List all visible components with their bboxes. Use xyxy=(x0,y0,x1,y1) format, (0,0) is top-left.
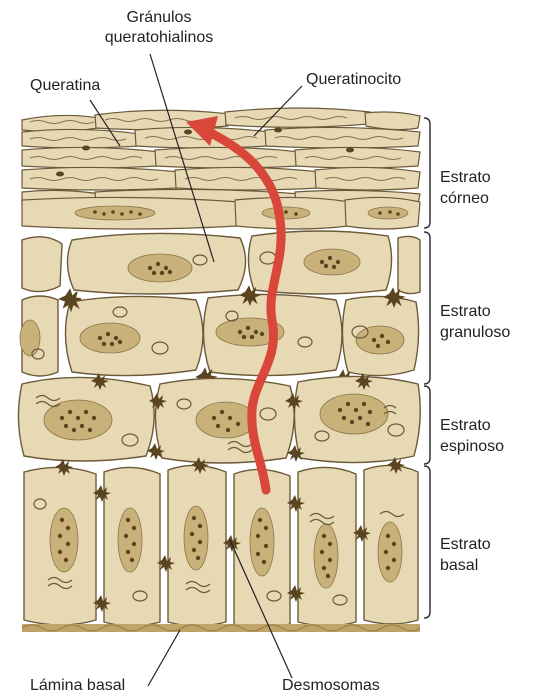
layer-label-corneo: Estrato córneo xyxy=(440,167,491,209)
layer-label-line1: Estrato xyxy=(440,415,504,436)
layer-label-granuloso: Estrato granuloso xyxy=(440,301,510,343)
queratina-label: Queratina xyxy=(30,76,100,96)
queratinocito-label: Queratinocito xyxy=(306,70,401,90)
lamina-basal-label: Lámina basal xyxy=(30,676,125,696)
stratum-spinosum xyxy=(18,373,420,463)
stratum-corneum xyxy=(22,108,420,229)
granulos-label-line2: queratohialinos xyxy=(105,29,214,46)
basal-lamina xyxy=(22,624,420,632)
layer-label-espinoso: Estrato espinoso xyxy=(440,415,504,457)
desmosomas-label: Desmosomas xyxy=(282,676,380,696)
layer-label-line2: granuloso xyxy=(440,322,510,343)
layer-label-line2: espinoso xyxy=(440,436,504,457)
granulos-label: Gránulos queratohialinos xyxy=(84,8,234,48)
stratum-granulosum xyxy=(20,231,420,388)
layer-label-line1: Estrato xyxy=(440,167,491,188)
stratum-basale xyxy=(24,457,418,628)
layer-label-basal: Estrato basal xyxy=(440,534,491,576)
layer-brackets xyxy=(424,118,430,618)
layer-label-line1: Estrato xyxy=(440,301,510,322)
layer-label-line2: córneo xyxy=(440,188,491,209)
granulos-label-line1: Gránulos xyxy=(127,9,192,26)
layer-label-line1: Estrato xyxy=(440,534,491,555)
layer-label-line2: basal xyxy=(440,555,491,576)
